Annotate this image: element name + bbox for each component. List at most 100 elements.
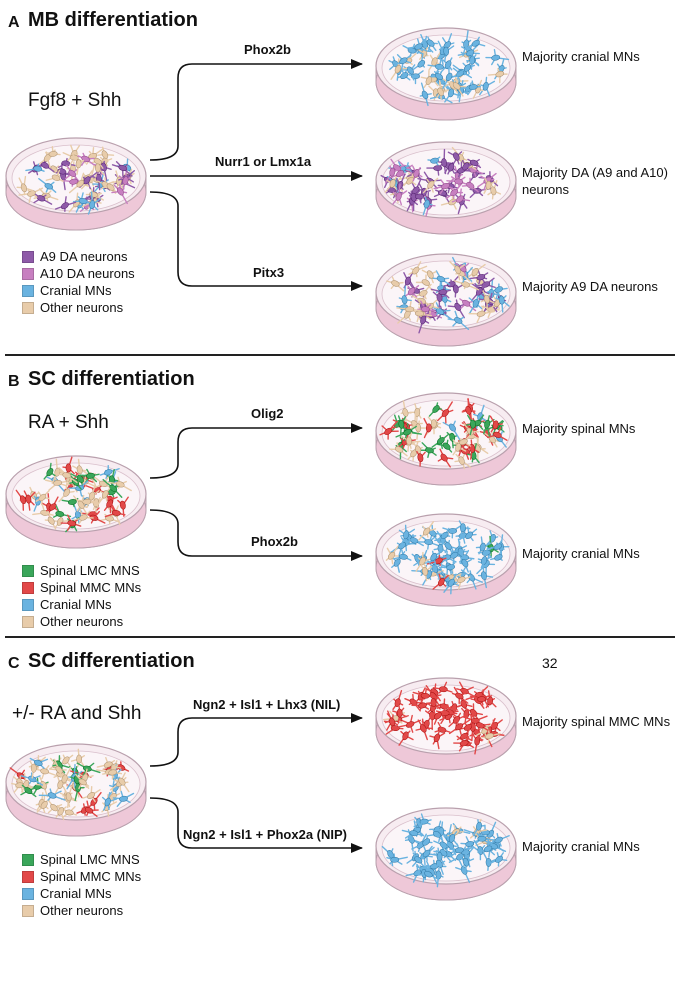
neuron: [395, 425, 419, 442]
legend-swatch: [22, 267, 34, 280]
neuron: [450, 279, 463, 298]
neuron: [483, 177, 496, 194]
neuron: [104, 504, 126, 518]
panel-c-title: SC differentiation: [28, 650, 195, 672]
neuron: [68, 172, 90, 194]
panel-b-outcome-2: Majority cranial MNs: [522, 546, 640, 561]
neuron: [409, 192, 426, 204]
neuron: [477, 561, 494, 589]
neuron: [393, 54, 412, 72]
neuron: [55, 804, 67, 821]
neuron: [81, 800, 99, 817]
neuron: [415, 835, 433, 848]
neuron: [438, 148, 452, 175]
panel-a-branch-2-label: Nurr1 or Lmx1a: [215, 154, 312, 169]
legend-item: Cranial MNs: [22, 885, 141, 902]
neuron: [461, 177, 479, 193]
neuron: [418, 520, 437, 541]
neuron: [20, 784, 37, 798]
legend-item: Spinal LMC MNS: [22, 562, 141, 579]
neuron: [489, 415, 504, 433]
panel-c-arrow-1: [149, 713, 363, 767]
panel-c-factors: +/- RA and Shh: [12, 703, 142, 724]
neuron: [453, 574, 471, 590]
neuron: [45, 496, 59, 512]
neuron: [472, 819, 486, 837]
neuron: [426, 554, 447, 566]
neuron: [486, 530, 499, 545]
neuron: [412, 852, 428, 871]
neuron: [467, 158, 482, 169]
legend-item: Other neurons: [22, 299, 135, 316]
neuron: [390, 158, 406, 177]
neuron: [62, 785, 75, 809]
neuron: [392, 549, 412, 561]
neuron: [433, 835, 450, 853]
neuron: [422, 36, 438, 52]
neuron: [398, 714, 422, 733]
neuron: [446, 176, 468, 188]
neuron: [419, 82, 432, 107]
panel-a-arrow-1: [149, 59, 363, 161]
neuron-cluster: [379, 398, 508, 470]
neuron: [82, 785, 101, 803]
neuron-cluster: [386, 256, 510, 334]
neuron: [421, 269, 437, 284]
neuron: [407, 38, 427, 52]
neuron: [459, 551, 473, 573]
panel-c-branch-1-label: Ngn2 + Isl1 + Lhx3 (NIL): [193, 697, 341, 712]
panel-b-outcome-1: Majority spinal MNs: [522, 421, 636, 436]
neuron: [438, 562, 456, 574]
neuron: [447, 159, 457, 175]
neuron: [403, 64, 416, 81]
neuron: [411, 294, 431, 306]
neuron: [471, 719, 491, 731]
neuron: [430, 285, 452, 301]
legend-item: Spinal MMC MNs: [22, 868, 141, 885]
legend-swatch: [22, 870, 34, 883]
neuron: [33, 193, 53, 205]
neuron: [426, 161, 446, 176]
neuron: [111, 183, 128, 205]
legend-swatch: [22, 284, 34, 297]
neuron: [480, 290, 495, 312]
legend-item: Cranial MNs: [22, 282, 135, 299]
neuron: [467, 268, 489, 285]
neuron: [435, 527, 451, 541]
neuron: [477, 546, 492, 569]
neuron: [38, 178, 57, 193]
dish-c-nip: [375, 807, 517, 901]
neuron: [454, 452, 472, 470]
legend-swatch: [22, 301, 34, 314]
neuron: [448, 718, 471, 735]
legend-item: A10 DA neurons: [22, 265, 135, 282]
neuron-cluster: [380, 146, 502, 217]
dish-b-phox2b: [375, 513, 517, 607]
legend-item: A9 DA neurons: [22, 248, 135, 265]
neuron: [16, 175, 34, 196]
neuron: [459, 719, 477, 736]
page-number: 32: [542, 655, 558, 671]
legend-swatch: [22, 598, 34, 611]
neuron: [73, 494, 88, 514]
neuron: [102, 478, 123, 498]
neuron: [403, 270, 415, 289]
neuron: [43, 462, 56, 480]
dish-a-pitx3: [375, 253, 517, 347]
panel-a-arrow-3: [149, 191, 363, 291]
panel-a-letter: A: [8, 14, 20, 31]
neuron: [441, 45, 455, 62]
neuron-cluster: [9, 748, 135, 821]
neuron: [38, 149, 56, 168]
neuron-cluster: [388, 30, 510, 107]
panel-b-arrow-2: [149, 509, 363, 561]
neuron: [432, 681, 453, 694]
legend-swatch: [22, 904, 34, 917]
neuron: [401, 172, 417, 187]
neuron: [417, 300, 436, 315]
panel-a-legend: A9 DA neurons A10 DA neurons Cranial MNs…: [22, 248, 135, 316]
neuron: [457, 694, 473, 714]
panel-b-legend: Spinal LMC MNS Spinal MMC MNs Cranial MN…: [22, 562, 141, 630]
neuron: [86, 486, 100, 509]
neuron: [118, 166, 131, 193]
